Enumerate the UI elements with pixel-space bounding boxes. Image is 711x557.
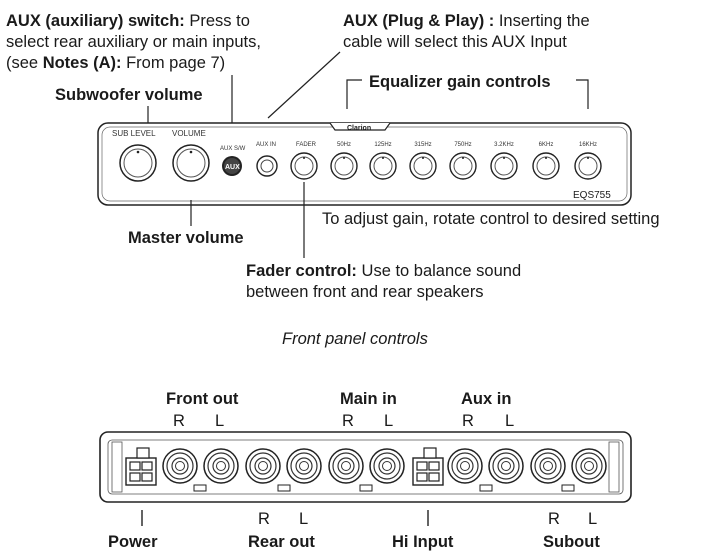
adjust-gain-note: To adjust gain, rotate control to desire… [322,210,660,228]
aux-in-label: Aux in [461,390,511,408]
rear-out-r: R [258,510,270,528]
front-out-r: R [173,412,185,430]
fader-callout-line2: between front and rear speakers [246,283,484,301]
leader-lines-front-bottom [190,182,305,258]
sub-out-l: L [588,510,597,528]
rca-jack[interactable] [571,448,607,484]
aux-in-panel-label: AUX IN [256,142,276,148]
fader-callout-line1: Fader control: Use to balance sound [246,262,521,280]
sub-out-r: R [548,510,560,528]
aux-sw-panel-label: AUX S/W [220,146,246,152]
rca-jack[interactable] [245,448,281,484]
eq-band-label: 16KHz [579,142,597,148]
aux-switch-callout-line3: (see Notes (A): From page 7) [6,54,225,72]
hi-input-connector[interactable] [412,447,444,486]
power-connector[interactable] [125,447,157,486]
front-panel: Clarion SUB LEVEL VOLUME AUX S/W AUX IN … [97,122,632,206]
aux-switch-callout-line1: AUX (auxiliary) switch: Press to [6,12,250,30]
rca-jack[interactable] [286,448,322,484]
leader-lines-rear-bottom [141,510,429,526]
eq-knob-0[interactable]: 50Hz [330,142,358,180]
volume-panel-label: VOLUME [172,129,206,138]
aux-switch-button[interactable]: AUX [222,156,242,176]
front-out-l: L [215,412,224,430]
slot [277,484,291,492]
fader-panel-label: FADER [296,142,317,148]
equalizer-knobs: 50Hz 125Hz 315Hz 750Hz 3.2KHz 6KHz 16KHz [330,142,602,180]
main-in-l: L [384,412,393,430]
power-label: Power [108,533,158,551]
aux-plug-callout-line1: AUX (Plug & Play) : Inserting the [343,12,590,30]
front-panel-caption: Front panel controls [282,330,428,348]
eq-band-label: 750Hz [454,142,471,148]
eq-knob-3[interactable]: 750Hz [449,142,477,180]
rca-jacks [162,448,607,492]
rca-jack[interactable] [328,448,364,484]
sub-level-panel-label: SUB LEVEL [112,129,156,138]
eq-knob-5[interactable]: 6KHz [532,142,560,180]
subwoofer-volume-knob[interactable] [119,144,157,182]
eq-band-label: 50Hz [337,142,351,148]
aux-plug-callout-line2: cable will select this AUX Input [343,33,567,51]
slot [479,484,493,492]
front-out-label: Front out [166,390,239,408]
model-label: EQS755 [573,190,611,201]
slot [193,484,207,492]
aux-switch-callout-line2: select rear auxiliary or main inputs, [6,33,261,51]
eq-band-label: 6KHz [539,142,554,148]
rear-out-label: Rear out [248,533,315,551]
subwoofer-volume-label: Subwoofer volume [55,86,203,104]
fader-knob[interactable] [290,152,318,180]
brand-logo: Clarion [347,125,371,132]
aux-in-jack[interactable] [256,155,278,177]
rca-jack[interactable] [369,448,405,484]
eq-knob-6[interactable]: 16KHz [574,142,602,180]
slot [561,484,575,492]
aux-in-l: L [505,412,514,430]
master-volume-label: Master volume [128,229,244,247]
rear-out-l: L [299,510,308,528]
eq-band-label: 315Hz [414,142,431,148]
sub-out-label: Subout [543,533,600,551]
slot [359,484,373,492]
rca-jack[interactable] [162,448,198,484]
aux-button-label: AUX [225,164,240,171]
eq-knob-4[interactable]: 3.2KHz [490,142,518,180]
aux-in-r: R [462,412,474,430]
eq-knob-2[interactable]: 315Hz [409,142,437,180]
rca-jack[interactable] [447,448,483,484]
equalizer-label: Equalizer gain controls [369,73,551,91]
eq-knob-1[interactable]: 125Hz [369,142,397,180]
rca-jack[interactable] [488,448,524,484]
rca-jack[interactable] [203,448,239,484]
main-in-label: Main in [340,390,397,408]
master-volume-knob[interactable] [172,144,210,182]
rca-jack[interactable] [530,448,566,484]
hi-input-label: Hi Input [392,533,454,551]
rear-panel [99,431,632,503]
eq-band-label: 3.2KHz [494,142,514,148]
main-in-r: R [342,412,354,430]
eq-band-label: 125Hz [374,142,391,148]
